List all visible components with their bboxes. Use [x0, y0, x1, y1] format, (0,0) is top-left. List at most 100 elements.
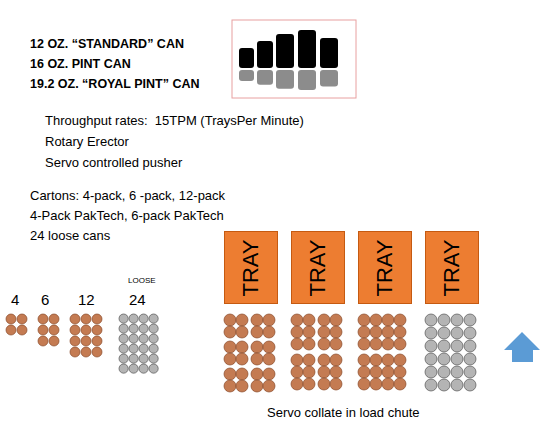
- can-top: [251, 341, 263, 353]
- tray-label: TRAY: [374, 239, 396, 296]
- tray-label: TRAY: [441, 239, 463, 296]
- can-top: [119, 344, 128, 353]
- tray-box: TRAY: [224, 231, 278, 304]
- can-top: [425, 379, 437, 391]
- can-top: [318, 378, 330, 390]
- can-top: [394, 354, 406, 366]
- can-picture: [239, 30, 338, 90]
- can-top: [358, 314, 370, 326]
- can-top: [330, 338, 342, 350]
- can-top: [149, 364, 158, 373]
- can-top: [129, 354, 138, 363]
- can-top: [263, 326, 275, 338]
- can-top: [17, 325, 27, 335]
- can-top: [119, 334, 128, 343]
- can-picture-frame: [232, 20, 356, 98]
- can-top: [291, 338, 303, 350]
- can-top: [382, 326, 394, 338]
- can-top: [464, 366, 476, 378]
- pack-count: 4: [11, 291, 19, 308]
- can-top: [394, 326, 406, 338]
- can-top: [149, 344, 158, 353]
- can-top: [330, 366, 342, 378]
- can-top: [81, 325, 91, 335]
- can-top: [370, 338, 382, 350]
- can-top: [370, 378, 382, 390]
- can-top: [236, 341, 248, 353]
- can-top: [370, 314, 382, 326]
- can-top: [291, 366, 303, 378]
- spec-note: Servo controlled pusher: [45, 156, 182, 171]
- can-top: [38, 314, 48, 324]
- can-top: [358, 378, 370, 390]
- can-top: [92, 347, 102, 357]
- can-reflection: [239, 70, 254, 81]
- can-top: [139, 334, 148, 343]
- can-top: [139, 364, 148, 373]
- can-top: [382, 354, 394, 366]
- can-top: [303, 338, 315, 350]
- can-top: [236, 380, 248, 392]
- can-top: [236, 368, 248, 380]
- can-top: [303, 378, 315, 390]
- carton-note: Cartons: 4-pack, 6 -pack, 12-pack: [30, 189, 225, 204]
- carton-note: 4-Pack PakTech, 6-pack PakTech: [30, 209, 224, 224]
- can-top: [149, 354, 158, 363]
- can-top: [224, 380, 236, 392]
- can-top: [291, 326, 303, 338]
- tray-label: TRAY: [240, 239, 262, 296]
- can-top: [464, 327, 476, 339]
- can-top: [139, 314, 148, 323]
- can-top: [358, 338, 370, 350]
- can-top: [451, 314, 463, 326]
- tray-box: TRAY: [291, 231, 345, 304]
- can-top: [149, 324, 158, 333]
- can-top: [263, 314, 275, 326]
- can-top: [425, 340, 437, 352]
- can-top: [49, 325, 59, 335]
- chute-caption: Servo collate in load chute: [267, 406, 419, 421]
- can-top: [149, 314, 158, 323]
- can-top: [129, 364, 138, 373]
- can-top: [17, 314, 27, 324]
- can-top: [303, 354, 315, 366]
- can-top: [464, 314, 476, 326]
- can-top: [425, 327, 437, 339]
- can-top: [291, 314, 303, 326]
- can-top: [224, 368, 236, 380]
- can-top: [291, 378, 303, 390]
- can-size: 12 OZ. “STANDARD” CAN: [30, 37, 184, 51]
- can-top: [358, 326, 370, 338]
- can-top: [330, 326, 342, 338]
- can-top: [6, 314, 16, 324]
- can-top: [224, 314, 236, 326]
- can-top: [382, 378, 394, 390]
- can-top: [263, 380, 275, 392]
- can-top: [119, 354, 128, 363]
- can-top: [370, 366, 382, 378]
- can-top: [149, 334, 158, 343]
- can-top: [92, 314, 102, 324]
- can-top: [464, 340, 476, 352]
- can-top: [129, 334, 138, 343]
- can-top: [119, 364, 128, 373]
- can-top: [303, 314, 315, 326]
- can-top: [425, 353, 437, 365]
- can-top: [425, 314, 437, 326]
- can-top: [464, 353, 476, 365]
- can-top: [451, 353, 463, 365]
- can-top: [81, 347, 91, 357]
- can-top: [318, 354, 330, 366]
- can-top: [394, 314, 406, 326]
- can-top: [49, 314, 59, 324]
- can-top: [358, 354, 370, 366]
- can-top: [291, 354, 303, 366]
- can-top: [49, 336, 59, 346]
- can-top: [438, 314, 450, 326]
- can-silhouette: [320, 38, 338, 68]
- can-grids: [6, 314, 476, 392]
- can-top: [451, 379, 463, 391]
- can-top: [70, 325, 80, 335]
- can-top: [81, 336, 91, 346]
